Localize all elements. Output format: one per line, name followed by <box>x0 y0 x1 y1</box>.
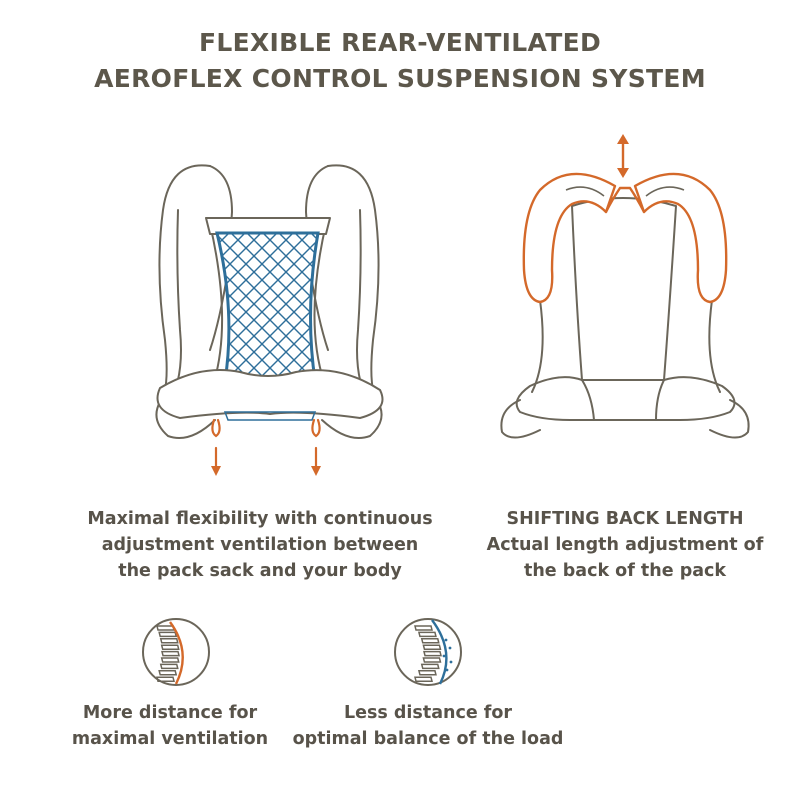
strap-inner-lines <box>565 186 685 197</box>
caption-line: Maximal flexibility with continuous <box>87 509 433 529</box>
less-distance-caption: Less distance for optimal balance of the… <box>278 700 578 752</box>
caption-line: maximal ventilation <box>71 729 269 749</box>
up-down-arrow-icon <box>617 134 629 178</box>
diagram-title-line-2: AEROFLEX CONTROL SUSPENSION SYSTEM <box>94 64 706 93</box>
back-length-caption: SHIFTING BACK LENGTH Actual length adjus… <box>470 506 780 584</box>
caption-line: Less distance for <box>343 703 513 723</box>
caption-line: the back of the pack <box>523 561 727 581</box>
down-arrow-icon <box>211 466 321 476</box>
spine-ventilation-icon <box>142 618 210 686</box>
lower-mesh-strip <box>223 411 317 421</box>
spine-balance-icon <box>394 618 462 686</box>
caption-line: More distance for <box>82 703 258 723</box>
hip-belt <box>156 369 384 419</box>
shoulder-straps-highlighted <box>522 172 728 304</box>
caption-line: adjustment ventilation between <box>101 535 419 555</box>
more-distance-caption: More distance for maximal ventilation <box>40 700 300 752</box>
ventilation-caption: Maximal flexibility with continuous adju… <box>60 506 460 584</box>
ventilated-backpack-illustration <box>155 164 383 439</box>
caption-line: Actual length adjustment of <box>486 535 764 555</box>
diagram-title-line-1: FLEXIBLE REAR-VENTILATED <box>198 28 602 57</box>
adjustable-backpack-illustration <box>500 197 750 439</box>
tension-adjusters <box>211 418 321 470</box>
caption-heading: SHIFTING BACK LENGTH <box>506 509 744 529</box>
caption-line: the pack sack and your body <box>118 561 402 581</box>
caption-line: optimal balance of the load <box>292 729 564 749</box>
